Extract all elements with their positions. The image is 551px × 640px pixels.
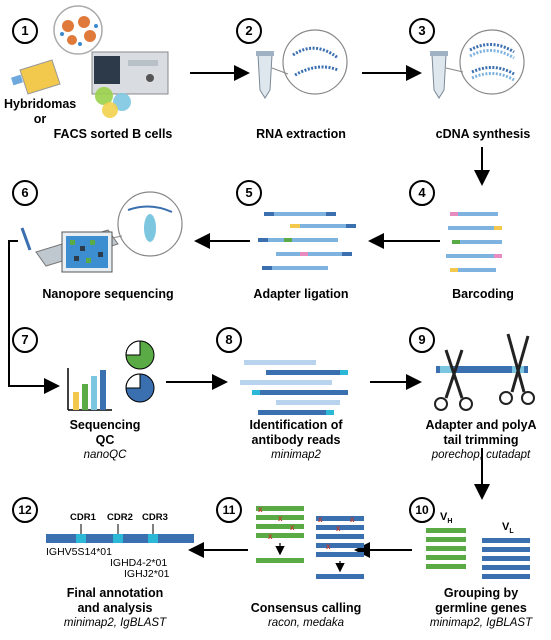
antibody-reads-icon bbox=[240, 360, 348, 415]
svg-text:x: x bbox=[336, 524, 341, 533]
step-6-label: Nanopore sequencing bbox=[42, 287, 174, 301]
vh-label: VH bbox=[440, 511, 452, 525]
step-7-tool: nanoQC bbox=[83, 449, 127, 461]
step-2-label: RNA extraction bbox=[256, 127, 346, 141]
cdr3-label: CDR3 bbox=[142, 512, 168, 523]
step-8-tool: minimap2 bbox=[271, 449, 321, 461]
b-cells-icon bbox=[95, 87, 131, 118]
step-12-badge: 12 bbox=[12, 497, 38, 523]
svg-text:x: x bbox=[290, 523, 295, 532]
barcoded-reads-icon bbox=[446, 212, 502, 272]
vh-sub: H bbox=[447, 518, 453, 526]
svg-text:x: x bbox=[268, 532, 273, 541]
svg-text:x: x bbox=[258, 505, 263, 514]
cdna-tube-icon bbox=[430, 29, 525, 99]
step-9-badge: 9 bbox=[409, 327, 435, 353]
svg-text:x: x bbox=[278, 514, 283, 523]
step-1-label-or: or bbox=[33, 112, 47, 126]
step-4-label: Barcoding bbox=[452, 287, 514, 301]
scissors-icon bbox=[434, 333, 535, 411]
annotated-sequence-icon bbox=[46, 524, 194, 543]
svg-text:x: x bbox=[318, 515, 323, 524]
step-5-label: Adapter ligation bbox=[253, 287, 349, 301]
step-7-label-2: QC bbox=[95, 433, 115, 447]
step-12-label-1: Final annotation bbox=[66, 586, 164, 600]
vl-sub: L bbox=[509, 528, 514, 536]
vl-main: V bbox=[502, 521, 510, 533]
vl-label: VL bbox=[502, 521, 514, 535]
step-8-label-1: Identification of bbox=[249, 418, 343, 432]
grouped-reads-icon bbox=[426, 528, 530, 579]
step-3-label: cDNA synthesis bbox=[435, 127, 531, 141]
culture-flask-icon bbox=[11, 59, 61, 95]
step-9-tool: porechop, cutadapt bbox=[431, 449, 531, 461]
arrow-6-7 bbox=[8, 240, 60, 394]
d-gene-label: IGHD4-2*01 bbox=[110, 557, 168, 569]
svg-text:x: x bbox=[350, 515, 355, 524]
facs-machine-icon bbox=[91, 51, 169, 95]
step-8-label-2: antibody reads bbox=[251, 433, 341, 447]
consensus-reads-icon: x x x x x x x x bbox=[256, 505, 364, 579]
step-10-badge: 10 bbox=[409, 497, 435, 523]
step-1-label-facs: FACS sorted B cells bbox=[53, 127, 173, 141]
adapter-reads-icon bbox=[258, 212, 356, 270]
j-gene-label: IGHJ2*01 bbox=[124, 568, 170, 580]
step-10-tool: minimap2, IgBLAST bbox=[429, 617, 533, 629]
cdr2-label: CDR2 bbox=[107, 512, 133, 523]
rna-tube-icon bbox=[256, 29, 348, 99]
step-12-tool: minimap2, IgBLAST bbox=[63, 617, 167, 629]
step-11-tool: racon, medaka bbox=[267, 617, 345, 629]
step-12-label-2: and analysis bbox=[77, 601, 153, 615]
step-3-badge: 3 bbox=[409, 18, 435, 44]
step-4-badge: 4 bbox=[409, 180, 435, 206]
step-7-label-1: Sequencing bbox=[69, 418, 141, 432]
step-10-label-1: Grouping by bbox=[443, 586, 519, 600]
qc-charts-icon bbox=[67, 340, 155, 411]
nanopore-device-icon bbox=[20, 191, 183, 273]
step-2-badge: 2 bbox=[236, 18, 262, 44]
step-8-badge: 8 bbox=[216, 327, 242, 353]
step-11-badge: 11 bbox=[216, 497, 242, 523]
step-1-badge: 1 bbox=[12, 18, 38, 44]
step-5-badge: 5 bbox=[236, 180, 262, 206]
hybridoma-cells-icon bbox=[53, 5, 103, 55]
step-10-label-2: germline genes bbox=[435, 601, 527, 615]
step-1-label-hybridomas: Hybridomas bbox=[4, 97, 77, 111]
step-9-label-1: Adapter and polyA bbox=[425, 418, 537, 432]
svg-text:x: x bbox=[326, 542, 331, 551]
step-11-label: Consensus calling bbox=[250, 601, 362, 615]
cdr1-label: CDR1 bbox=[70, 512, 96, 523]
v-gene-label: IGHV5S14*01 bbox=[46, 546, 112, 558]
vh-main: V bbox=[440, 511, 448, 523]
step-6-badge: 6 bbox=[12, 180, 38, 206]
step-9-label-2: tail trimming bbox=[443, 433, 519, 447]
step-7-badge: 7 bbox=[12, 327, 38, 353]
